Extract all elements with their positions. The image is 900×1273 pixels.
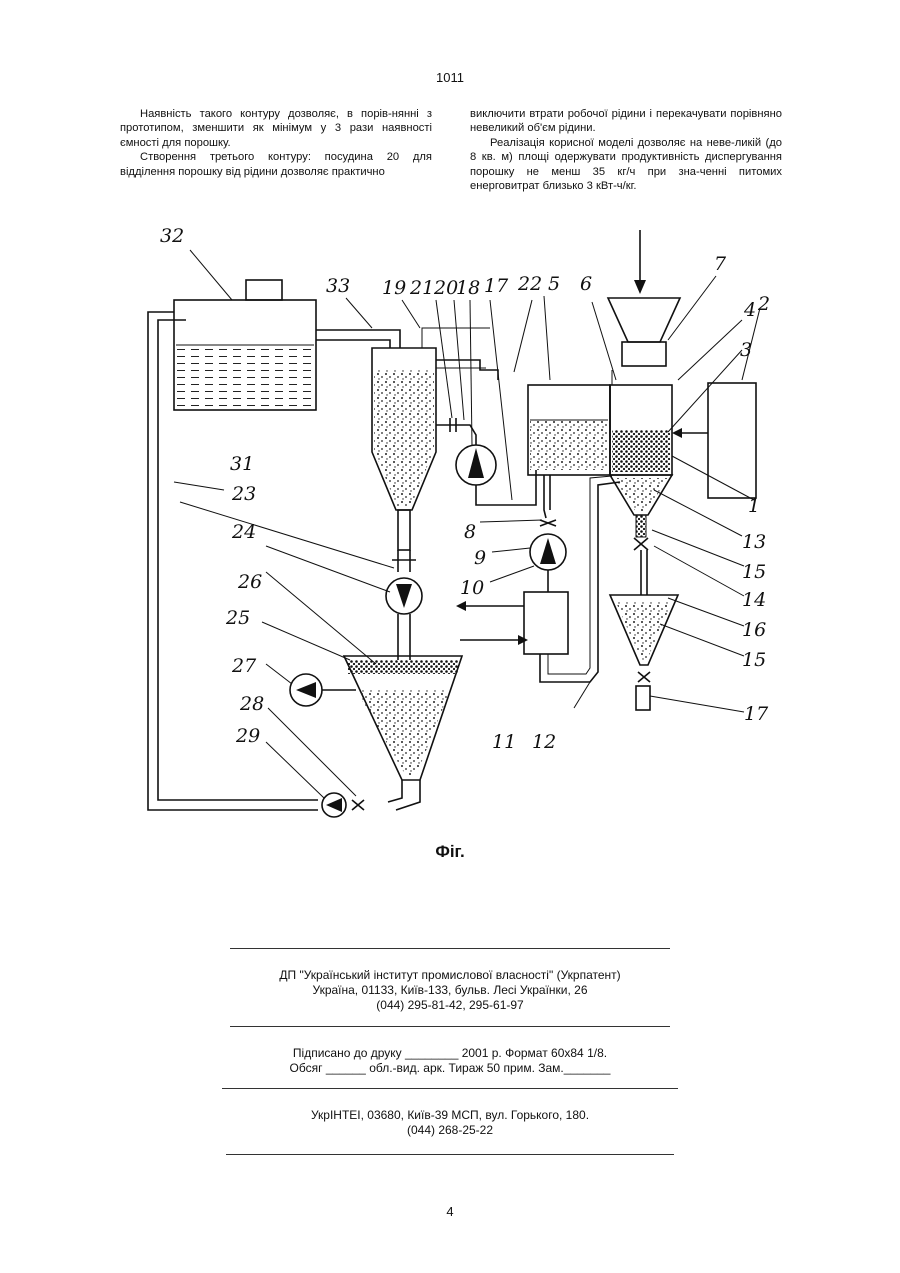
label-22: 21 <box>409 277 434 299</box>
label-31-visible: 31 <box>230 453 254 475</box>
printer-line: (044) 268-25-22 <box>0 1123 900 1138</box>
tank-32 <box>174 280 316 410</box>
label-6: 6 <box>580 273 592 295</box>
figure-caption: Фіг. <box>0 842 900 862</box>
label-27: 26 <box>237 571 262 593</box>
label-3: 3 <box>740 339 752 361</box>
label-16: 16 <box>742 619 766 641</box>
label-33: 33 <box>326 275 350 297</box>
label-28: 27 <box>231 655 257 677</box>
pipe-33-inner <box>316 340 390 348</box>
apparatus-diagram: 32 33 19 21 20 18 17 22 5 6 7 4 2 2 3 1 … <box>120 220 780 830</box>
label-13: 13 <box>742 531 766 553</box>
pump-19 <box>456 445 496 485</box>
printer-info: УкрІНТЕІ, 03680, Київ-39 МСП, вул. Горьк… <box>0 1108 900 1138</box>
valve-29 <box>352 800 364 810</box>
print-line: Підписано до друку ________ 2001 р. Форм… <box>0 1046 900 1061</box>
label-1: 1 <box>748 495 760 517</box>
text-column-left: Наявність такого контуру дозволяє, в пор… <box>120 107 432 179</box>
heat-exchanger-11 <box>456 592 568 654</box>
pump-25 <box>386 578 422 614</box>
label-30: 29 <box>235 725 260 747</box>
label-14: 14 <box>742 589 766 611</box>
label-11: 11 <box>492 731 516 753</box>
label-24: 23 <box>231 483 256 505</box>
page-number-bottom: 4 <box>0 1204 900 1219</box>
label-17-visible: 17 <box>744 703 769 725</box>
label-9: 9 <box>474 547 486 569</box>
valve-8 <box>540 520 556 526</box>
divider <box>230 948 670 949</box>
paragraph: Наявність такого контуру дозволяє, в пор… <box>120 107 432 150</box>
pump-9 <box>530 534 566 570</box>
label-19: 18 <box>456 277 480 299</box>
hopper-16 <box>610 550 678 710</box>
label-2-visible: 2 <box>757 293 770 315</box>
label-26: 25 <box>225 607 250 629</box>
label-25: 24 <box>231 521 256 543</box>
settling-tank-26 <box>344 656 462 780</box>
publisher-line: ДП "Український інститут промислової вла… <box>0 968 900 983</box>
paragraph: Створення третього контуру: посудина 20 … <box>120 150 432 179</box>
pipe-18 <box>476 470 536 505</box>
printer-line: УкрІНТЕІ, 03680, Київ-39 МСП, вул. Горьк… <box>0 1108 900 1123</box>
publisher-line: Україна, 01133, Київ-133, бульв. Лесі Ук… <box>0 983 900 998</box>
divider <box>226 1154 674 1155</box>
print-info: Підписано до друку ________ 2001 р. Форм… <box>0 1046 900 1076</box>
label-18: 17 <box>484 275 509 297</box>
label-7: 7 <box>714 253 727 275</box>
label-4: 4 <box>743 299 756 321</box>
divider <box>230 1026 670 1027</box>
label-12: 12 <box>532 731 556 753</box>
label-32: 32 <box>160 225 184 247</box>
publisher-info: ДП "Український інститут промислової вла… <box>0 968 900 1013</box>
label-15-upper: 15 <box>742 561 766 583</box>
publisher-line: (044) 295-81-42, 295-61-97 <box>0 998 900 1013</box>
label-8: 8 <box>464 521 476 543</box>
divider <box>222 1088 678 1089</box>
feed-hopper-7 <box>608 230 680 366</box>
pump-30 <box>322 793 346 817</box>
text-column-right: виключити втрати робочої рідини і перека… <box>470 107 782 193</box>
label-29: 28 <box>239 693 264 715</box>
label-20: 19 <box>382 277 406 299</box>
print-line: Обсяг ______ обл.-вид. арк. Тираж 50 при… <box>0 1061 900 1076</box>
separator-vessel-20 <box>372 348 436 550</box>
paragraph: Реалізація корисної моделі дозволяє на н… <box>470 136 782 194</box>
label-21: 20 <box>433 277 458 299</box>
paragraph: виключити втрати робочої рідини і перека… <box>470 107 782 136</box>
pipe-12 <box>540 482 620 682</box>
cone-13 <box>610 475 672 550</box>
pipe-33 <box>316 330 400 348</box>
dispersion-chamber-3 <box>610 385 672 475</box>
label-15-lower: 15 <box>742 649 766 671</box>
pump-28 <box>290 674 356 706</box>
label-5: 5 <box>548 273 560 295</box>
generator-2 <box>672 383 756 498</box>
page-number-top: 1011 <box>0 70 900 85</box>
label-10: 10 <box>460 577 484 599</box>
vessel-5 <box>528 385 610 475</box>
label-23: 22 <box>517 273 542 295</box>
